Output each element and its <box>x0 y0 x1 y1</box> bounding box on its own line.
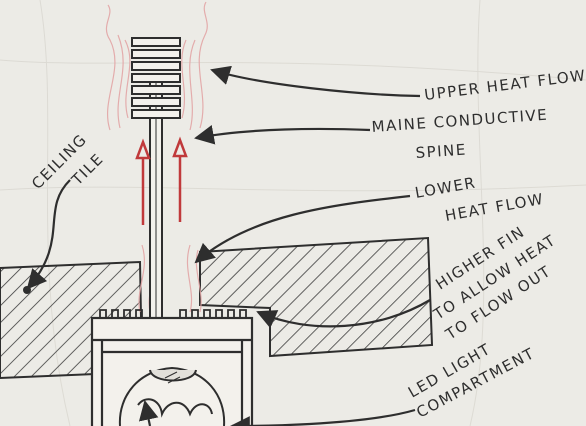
label-lower-heat-line1: LOWER <box>414 173 478 201</box>
label-main-spine-line2: SPINE <box>415 140 467 162</box>
label-lower-heat-line2: HEAT FLOW <box>444 190 546 225</box>
label-main-spine-line1: MAINE CONDUCTIVE <box>371 106 549 136</box>
lower-heat-wisps <box>138 244 202 313</box>
label-upper-heat-flow: UPPER HEAT FLOW <box>423 66 586 104</box>
heat-rise-arrows <box>135 136 188 225</box>
leader-arrows <box>26 65 431 426</box>
upper-fins <box>131 37 181 119</box>
upper-heat-wisps <box>105 1 208 131</box>
ceiling-tile-dot <box>23 286 31 294</box>
led-bulb <box>118 366 226 426</box>
ceiling-tile-right <box>199 236 434 358</box>
